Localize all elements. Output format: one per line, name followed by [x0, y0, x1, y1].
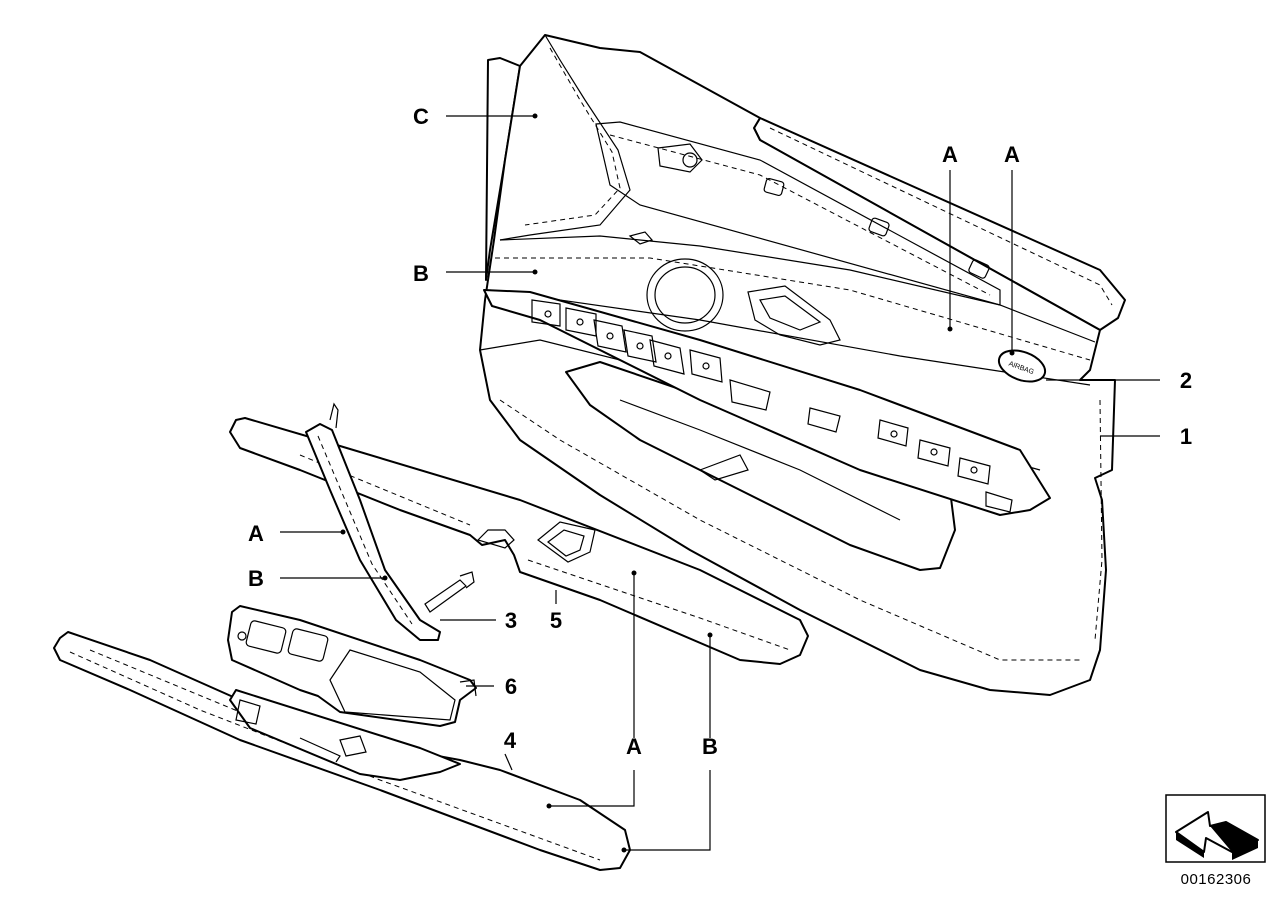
- callout-labels: C B A A 2 1 A B 3 5 6 4 A B: [248, 104, 1192, 759]
- callout-c: C: [413, 104, 429, 129]
- callout-a-door-1: A: [942, 142, 958, 167]
- callout-b-door: B: [413, 261, 429, 286]
- pull-handle: [305, 402, 475, 641]
- arrow-direction-icon: [1165, 794, 1266, 863]
- callout-a-handle: A: [248, 521, 264, 546]
- callout-a-door-2: A: [1004, 142, 1020, 167]
- callout-5: 5: [550, 608, 562, 633]
- leader-lines: [280, 113, 1160, 853]
- callout-6: 6: [505, 674, 517, 699]
- callout-b-armrest: B: [702, 734, 718, 759]
- lower-armrest: [53, 631, 631, 871]
- door-trim-panel: AIRBAG: [479, 34, 1126, 696]
- callout-b-handle: B: [248, 566, 264, 591]
- callout-a-armrest: A: [626, 734, 642, 759]
- callout-3: 3: [505, 608, 517, 633]
- callout-1: 1: [1180, 424, 1192, 449]
- callout-4: 4: [504, 728, 517, 753]
- callout-2: 2: [1180, 368, 1192, 393]
- document-number: 00162306: [1181, 871, 1252, 888]
- switch-frame: [227, 605, 477, 727]
